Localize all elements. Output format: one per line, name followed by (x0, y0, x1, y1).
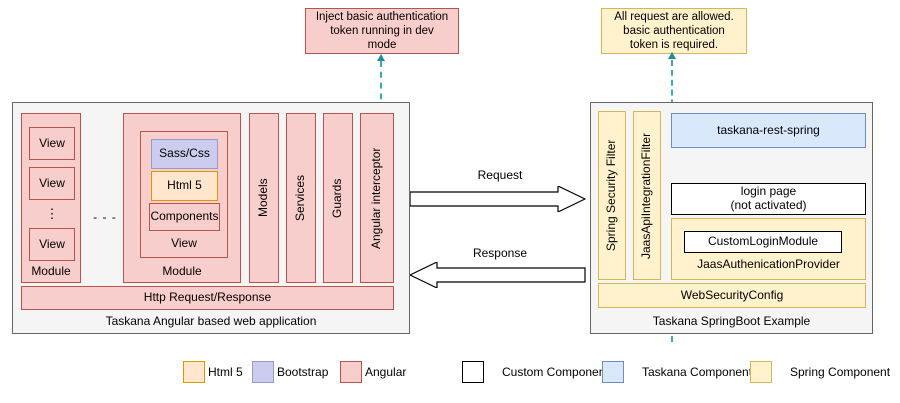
module-a-view-2: View (29, 167, 75, 200)
login-page-line-2: (not activated) (730, 198, 807, 212)
jaas-api-integration-filter: JaasApiIntegrationFilter (633, 111, 661, 280)
custom-login-module: CustomLoginModule (684, 231, 842, 253)
column-angular-interceptor: Angular interceptor (360, 113, 394, 283)
legend-item-angular: Angular (340, 361, 406, 383)
legend-swatch-custom-component (462, 361, 484, 383)
legend-label-spring-component: Spring Component (790, 365, 891, 379)
left-callout-connector (380, 61, 382, 121)
legend-item-spring-component: Spring Component (750, 361, 890, 383)
legend-item-bootstrap: Bootstrap (252, 361, 328, 383)
request-arrow-icon (410, 186, 586, 212)
module-b-view-label: View (171, 236, 197, 251)
right-callout-line-2: basic authentication (623, 25, 725, 37)
legend-swatch-spring-component (750, 361, 772, 383)
legend-label-custom-component: Custom Component (502, 365, 609, 379)
right-callout-box: All request are allowed. basic authentic… (601, 8, 747, 54)
left-callout-line-2: token running in dev (330, 25, 434, 37)
module-a-view-1: View (29, 127, 75, 160)
left-callout-box: Inject basic authentication token runnin… (305, 8, 459, 54)
column-services: Services (286, 113, 316, 283)
legend-swatch-taskana-component (602, 361, 624, 383)
legend-item-html5: Html 5 (183, 361, 243, 383)
column-guards: Guards (323, 113, 353, 283)
legend-label-taskana-component: Taskana Component (642, 365, 753, 379)
left-callout-line-1: Inject basic authentication (315, 10, 449, 23)
module-b-label: Module (162, 264, 202, 279)
legend-item-taskana-component: Taskana Component (602, 361, 752, 383)
left-panel-caption: Taskana Angular based web application (105, 314, 317, 329)
legend-label-angular: Angular (365, 365, 407, 379)
module-a-view-3: View (29, 228, 75, 261)
legend-label-html5: Html 5 (208, 365, 243, 379)
response-arrow-icon (410, 262, 586, 288)
modules-separator: - - - (93, 210, 117, 225)
module-b-item-components: Components (149, 203, 220, 231)
response-arrow-label: Response (472, 246, 528, 260)
http-request-response-bar: Http Request/Response (21, 286, 394, 310)
right-callout-line-3: token is required. (629, 39, 719, 52)
module-a-label: Module (31, 264, 71, 279)
column-models: Models (249, 113, 279, 283)
legend-swatch-bootstrap (252, 361, 274, 383)
right-callout-arrowhead-icon (668, 52, 676, 59)
module-b-item-html5: Html 5 (151, 171, 218, 201)
module-b-item-sass-css: Sass/Css (151, 139, 218, 169)
web-security-config: WebSecurityConfig (598, 283, 866, 308)
legend-swatch-html5 (183, 361, 205, 383)
legend-swatch-angular (340, 361, 362, 383)
request-arrow-label: Request (477, 168, 523, 182)
legend-item-custom-component: Custom Component (462, 361, 609, 383)
legend-label-bootstrap: Bootstrap (277, 365, 329, 379)
jaas-authentication-provider-label: JaasAuthenicationProvider (697, 257, 840, 272)
spring-security-filter: Spring Security Filter (598, 111, 626, 280)
left-callout-arrowhead-icon (377, 54, 385, 61)
login-page: login page (not activated) (671, 183, 866, 215)
taskana-rest-spring: taskana-rest-spring (671, 113, 866, 148)
login-page-line-1: login page (740, 184, 797, 199)
right-callout-line-1: All request are allowed. (614, 10, 734, 23)
module-a-ellipsis: ⋮ (45, 205, 59, 221)
left-callout-line-3: mode (367, 39, 397, 52)
right-panel-caption: Taskana SpringBoot Example (652, 314, 811, 329)
